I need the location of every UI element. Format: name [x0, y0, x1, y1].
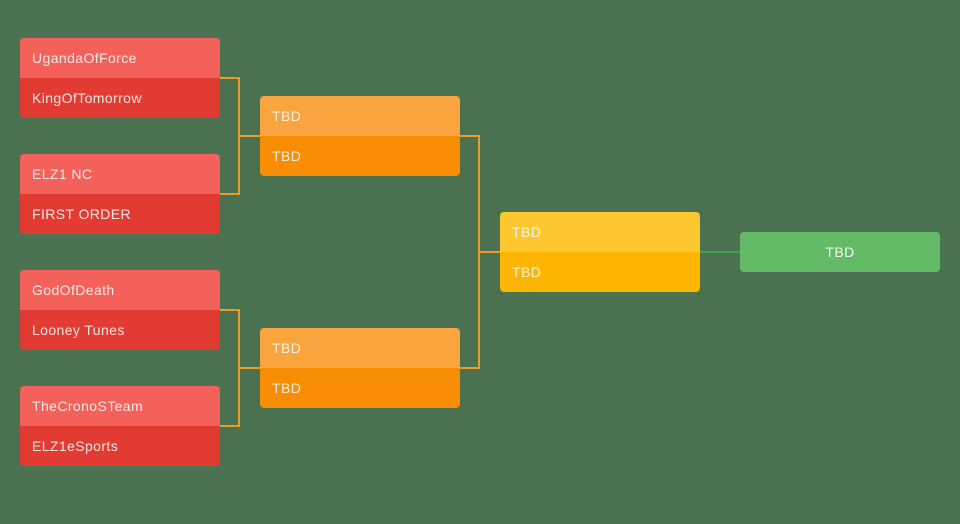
- team-slot[interactable]: GodOfDeath: [20, 270, 220, 310]
- round1-match1: UgandaOfForce KingOfTomorrow: [20, 38, 220, 118]
- team-name: GodOfDeath: [32, 282, 115, 298]
- tbd-slot[interactable]: TBD: [260, 136, 460, 176]
- connector-line: [238, 309, 240, 427]
- connector-line: [460, 135, 480, 137]
- team-slot[interactable]: TheCronoSTeam: [20, 386, 220, 426]
- round1-match2: ELZ1 NC FIRST ORDER: [20, 154, 220, 234]
- team-slot[interactable]: ELZ1 NC: [20, 154, 220, 194]
- tbd-slot[interactable]: TBD: [500, 252, 700, 292]
- connector-line: [460, 367, 480, 369]
- connector-line: [220, 425, 240, 427]
- team-name: TheCronoSTeam: [32, 398, 144, 414]
- connector-line: [220, 77, 240, 79]
- team-name: TBD: [512, 264, 542, 280]
- connector-line: [240, 135, 260, 137]
- team-slot[interactable]: Looney Tunes: [20, 310, 220, 350]
- connector-line: [220, 193, 240, 195]
- team-name: ELZ1eSports: [32, 438, 119, 454]
- team-name: ELZ1 NC: [32, 166, 93, 182]
- tbd-slot[interactable]: TBD: [500, 212, 700, 252]
- team-name: TBD: [272, 148, 302, 164]
- round2-match1: TBD TBD: [260, 96, 460, 176]
- team-slot[interactable]: UgandaOfForce: [20, 38, 220, 78]
- connector-line: [478, 135, 480, 369]
- team-slot[interactable]: ELZ1eSports: [20, 426, 220, 466]
- team-name: TBD: [272, 340, 302, 356]
- round2-match2: TBD TBD: [260, 328, 460, 408]
- team-name: KingOfTomorrow: [32, 90, 142, 106]
- tbd-slot[interactable]: TBD: [260, 328, 460, 368]
- team-name: UgandaOfForce: [32, 50, 137, 66]
- connector-line: [238, 77, 240, 195]
- tbd-slot[interactable]: TBD: [260, 368, 460, 408]
- tbd-slot[interactable]: TBD: [260, 96, 460, 136]
- team-name: FIRST ORDER: [32, 206, 132, 222]
- connector-line: [480, 251, 500, 253]
- winner-label: TBD: [825, 244, 855, 260]
- connector-line: [220, 309, 240, 311]
- team-name: Looney Tunes: [32, 322, 125, 338]
- connector-line: [240, 367, 260, 369]
- team-name: TBD: [512, 224, 542, 240]
- team-slot[interactable]: FIRST ORDER: [20, 194, 220, 234]
- round1-match3: GodOfDeath Looney Tunes: [20, 270, 220, 350]
- round1-match4: TheCronoSTeam ELZ1eSports: [20, 386, 220, 466]
- team-name: TBD: [272, 380, 302, 396]
- team-slot[interactable]: KingOfTomorrow: [20, 78, 220, 118]
- final-match: TBD TBD: [500, 212, 700, 292]
- team-name: TBD: [272, 108, 302, 124]
- winner-slot[interactable]: TBD: [740, 232, 940, 272]
- connector-line-winner: [700, 251, 740, 253]
